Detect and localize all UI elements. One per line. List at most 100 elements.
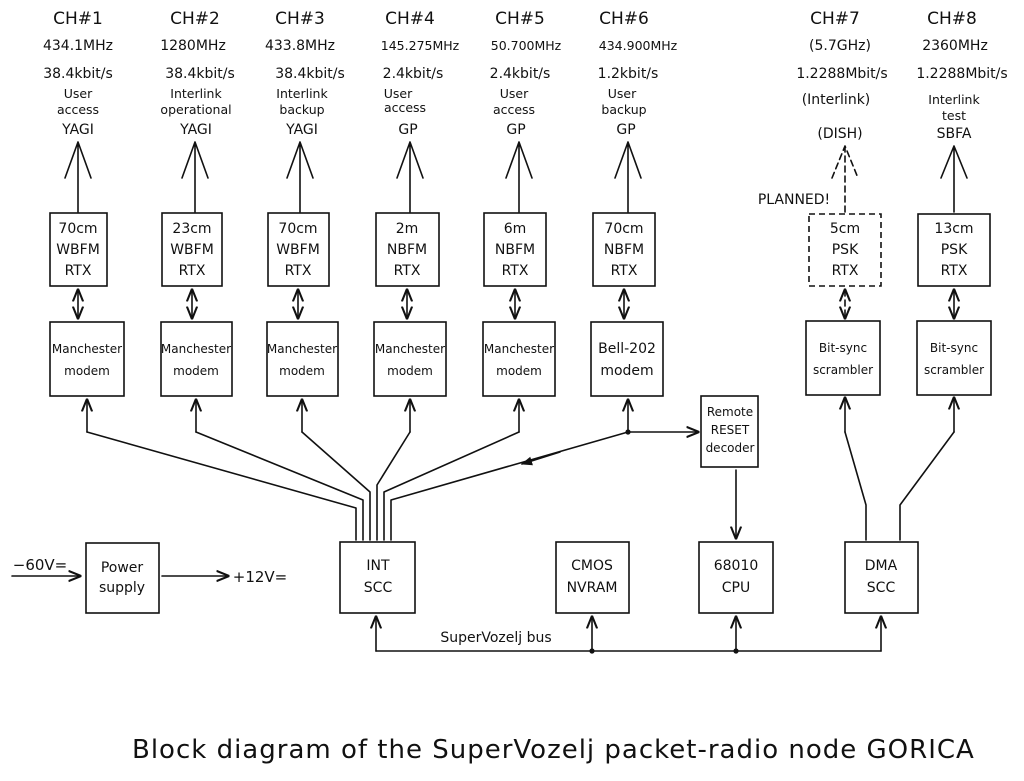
- svg-text:RTX: RTX: [611, 263, 638, 279]
- diagram-title: Block diagram of the SuperVozelj packet-…: [132, 735, 975, 765]
- svg-text:WBFM: WBFM: [276, 242, 320, 258]
- svg-text:WBFM: WBFM: [56, 242, 100, 258]
- ch6-antenna: GP: [616, 122, 635, 138]
- ch8-role-1: Interlink: [928, 92, 980, 107]
- svg-text:70cm: 70cm: [58, 221, 97, 237]
- ch3-antenna: YAGI: [285, 122, 318, 138]
- modem-box-ch4: Manchester modem: [373, 321, 447, 397]
- antenna-icon: [64, 141, 92, 213]
- ch5-rate: 2.4kbit/s: [490, 66, 551, 82]
- svg-text:NBFM: NBFM: [495, 242, 535, 258]
- power-input-label: −60V=: [13, 556, 68, 574]
- ch2-role-2: operational: [160, 102, 231, 117]
- dish-antenna-icon: [831, 145, 859, 213]
- bus-label: SuperVozelj bus: [440, 630, 551, 646]
- svg-text:RTX: RTX: [941, 263, 968, 279]
- svg-text:Manchester: Manchester: [375, 342, 445, 356]
- svg-text:Bell-202: Bell-202: [598, 341, 656, 357]
- svg-text:CMOS: CMOS: [571, 558, 613, 574]
- bitsync-box-ch8: Bit-sync scrambler: [916, 320, 992, 396]
- ch7-antenna: (DISH): [817, 126, 862, 142]
- ch6-name: CH#6: [599, 9, 649, 29]
- ch8-freq: 2360MHz: [922, 38, 988, 54]
- rtx-box-ch2: 23cm WBFM RTX: [161, 212, 223, 287]
- svg-text:Remote: Remote: [707, 405, 753, 419]
- antenna-icon: [396, 141, 424, 213]
- antennas: [64, 141, 968, 213]
- svg-text:supply: supply: [99, 580, 145, 596]
- ch3-name: CH#3: [275, 9, 325, 29]
- ch2-freq: 1280MHz: [160, 38, 226, 54]
- ch4-freq: 145.275MHz: [381, 38, 460, 53]
- antenna-icon: [505, 141, 533, 213]
- svg-text:PSK: PSK: [832, 242, 859, 258]
- ch2-name: CH#2: [170, 9, 220, 29]
- svg-text:modem: modem: [387, 364, 433, 378]
- power-supply-box: Power supply: [85, 542, 160, 614]
- svg-text:6m: 6m: [504, 221, 527, 237]
- svg-text:DMA: DMA: [865, 558, 898, 574]
- ch2-rate: 38.4kbit/s: [165, 66, 235, 82]
- planned-label: PLANNED!: [758, 192, 830, 208]
- svg-text:scrambler: scrambler: [924, 363, 984, 377]
- power-section: −60V= Power supply +12V=: [11, 542, 288, 614]
- antenna-icon: [940, 145, 968, 213]
- rtx-box-ch7-planned: 5cm PSK RTX: [808, 213, 882, 287]
- ch6-role-1: User: [608, 86, 637, 101]
- svg-text:70cm: 70cm: [278, 221, 317, 237]
- ch5-antenna: GP: [506, 122, 525, 138]
- dma-wiring: [845, 398, 954, 541]
- svg-text:70cm: 70cm: [604, 221, 643, 237]
- svg-text:Power: Power: [101, 560, 144, 576]
- svg-text:Manchester: Manchester: [267, 342, 337, 356]
- ch3-freq: 433.8MHz: [265, 38, 335, 54]
- rtx-box-ch5: 6m NBFM RTX: [483, 212, 547, 287]
- ch4-role-1: User: [384, 86, 413, 101]
- svg-text:modem: modem: [64, 364, 110, 378]
- svg-text:Bit-sync: Bit-sync: [819, 341, 867, 355]
- ch1-role-2: access: [57, 102, 99, 117]
- ch2-role-1: Interlink: [170, 86, 222, 101]
- ch7-rate: 1.2288Mbit/s: [796, 66, 887, 82]
- ch8-role-2: test: [942, 108, 966, 123]
- svg-text:decoder: decoder: [706, 441, 755, 455]
- svg-text:CPU: CPU: [722, 580, 750, 596]
- ch7-role-1: (Interlink): [802, 92, 871, 108]
- svg-text:PSK: PSK: [941, 242, 968, 258]
- dma-scc-box: DMA SCC: [844, 541, 919, 614]
- modem-box-ch1: Manchester modem: [49, 321, 125, 397]
- svg-text:RTX: RTX: [285, 263, 312, 279]
- modem-box-ch6: Bell-202 modem: [590, 321, 664, 397]
- ch5-role-2: access: [493, 102, 535, 117]
- modem-boxes: Manchester modem Manchester modem Manche…: [49, 320, 992, 397]
- svg-text:RESET: RESET: [711, 423, 750, 437]
- junction-dot: [733, 648, 739, 654]
- ch4-role-2: access: [384, 100, 426, 115]
- antenna-icon: [181, 141, 209, 213]
- svg-text:RTX: RTX: [832, 263, 859, 279]
- ch3-role-2: backup: [279, 102, 324, 117]
- ch7-name: CH#7: [810, 9, 860, 29]
- ch7-freq: (5.7GHz): [809, 38, 871, 54]
- ch1-name: CH#1: [53, 9, 103, 29]
- ch6-freq: 434.900MHz: [599, 38, 678, 53]
- ch2-antenna: YAGI: [179, 122, 212, 138]
- svg-text:Manchester: Manchester: [161, 342, 231, 356]
- rtx-box-ch4: 2m NBFM RTX: [375, 212, 440, 287]
- svg-text:modem: modem: [279, 364, 325, 378]
- svg-text:WBFM: WBFM: [170, 242, 214, 258]
- ch8-antenna: SBFA: [937, 126, 972, 142]
- ch8-rate: 1.2288Mbit/s: [916, 66, 1007, 82]
- ch3-rate: 38.4kbit/s: [275, 66, 345, 82]
- rtx-modem-links: [78, 290, 954, 318]
- svg-text:NVRAM: NVRAM: [567, 580, 618, 596]
- svg-text:RTX: RTX: [502, 263, 529, 279]
- svg-text:SCC: SCC: [364, 580, 393, 596]
- rtx-boxes: 70cm WBFM RTX 23cm WBFM RTX 70cm WBFM RT…: [49, 212, 991, 287]
- rtx-box-ch8: 13cm PSK RTX: [917, 213, 991, 287]
- svg-text:5cm: 5cm: [830, 221, 860, 237]
- svg-text:RTX: RTX: [65, 263, 92, 279]
- svg-text:68010: 68010: [714, 558, 759, 574]
- power-output-label: +12V=: [233, 568, 288, 586]
- svg-text:modem: modem: [600, 363, 653, 379]
